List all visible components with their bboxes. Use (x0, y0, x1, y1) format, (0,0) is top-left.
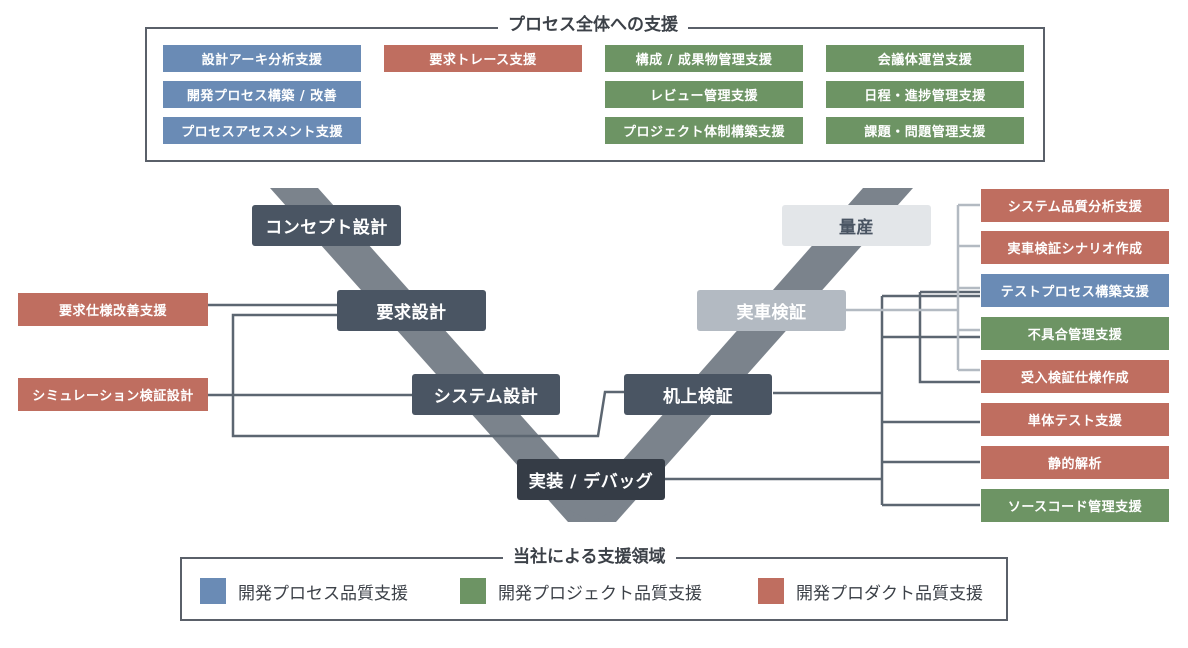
support-requirement-spec-improvement: 要求仕様改善支援 (18, 293, 208, 326)
support-project-structure: プロジェクト体制構築支援 (605, 117, 803, 144)
support-test-process-build: テストプロセス構築支援 (981, 274, 1169, 307)
legend-product-quality: 開発プロダクト品質支援 (758, 578, 983, 604)
legend-swatch-red (758, 578, 784, 604)
support-review-mgmt: レビュー管理支援 (605, 81, 803, 108)
support-issue-mgmt: 課題・問題管理支援 (826, 117, 1024, 144)
stage-mass-production: 量産 (782, 205, 931, 246)
support-simulation-verification-design: シミュレーション検証設計 (18, 378, 208, 411)
stage-system-design: システム設計 (412, 374, 560, 415)
support-meeting-ops: 会議体運営支援 (826, 45, 1024, 72)
stage-vehicle-verification: 実車検証 (697, 290, 846, 331)
support-static-analysis: 静的解析 (981, 446, 1169, 479)
legend-project-quality: 開発プロジェクト品質支援 (460, 578, 702, 604)
legend-swatch-green (460, 578, 486, 604)
support-vehicle-scenario: 実車検証シナリオ作成 (981, 231, 1169, 264)
support-arch-analysis: 設計アーキ分析支援 (163, 45, 361, 72)
stage-concept-design: コンセプト設計 (252, 205, 401, 246)
stage-desk-verification: 机上検証 (624, 374, 772, 415)
support-configuration-mgmt: 構成 / 成果物管理支援 (605, 45, 803, 72)
support-requirement-trace: 要求トレース支援 (384, 45, 582, 72)
support-process-assessment: プロセスアセスメント支援 (163, 117, 361, 144)
v-band-right (568, 188, 913, 522)
support-system-quality-analysis: システム品質分析支援 (981, 189, 1169, 222)
legend-process-quality: 開発プロセス品質支援 (200, 578, 408, 604)
v-band-bottom (560, 505, 624, 522)
process-support-title: プロセス全体への支援 (498, 14, 688, 36)
support-process-build: 開発プロセス構築 / 改善 (163, 81, 361, 108)
connector-req-to-desk (231, 313, 625, 438)
legend-swatch-blue (200, 578, 226, 604)
stage-implementation-debug: 実装 / デバッグ (517, 459, 665, 500)
legend-label-project: 開発プロジェクト品質支援 (498, 583, 702, 604)
legend-label-product: 開発プロダクト品質支援 (796, 583, 983, 604)
legend-label-process: 開発プロセス品質支援 (238, 583, 408, 604)
legend-title: 当社による支援領域 (503, 546, 676, 568)
connector-desk-loop (918, 292, 980, 384)
v-band-left (270, 188, 616, 522)
support-source-code-mgmt: ソースコード管理支援 (981, 489, 1169, 522)
support-schedule-mgmt: 日程・進捗管理支援 (826, 81, 1024, 108)
support-defect-mgmt: 不具合管理支援 (981, 317, 1169, 350)
support-unit-test: 単体テスト支援 (981, 403, 1169, 436)
support-acceptance-spec: 受入検証仕様作成 (981, 360, 1169, 393)
stage-requirements-design: 要求設計 (337, 290, 486, 331)
